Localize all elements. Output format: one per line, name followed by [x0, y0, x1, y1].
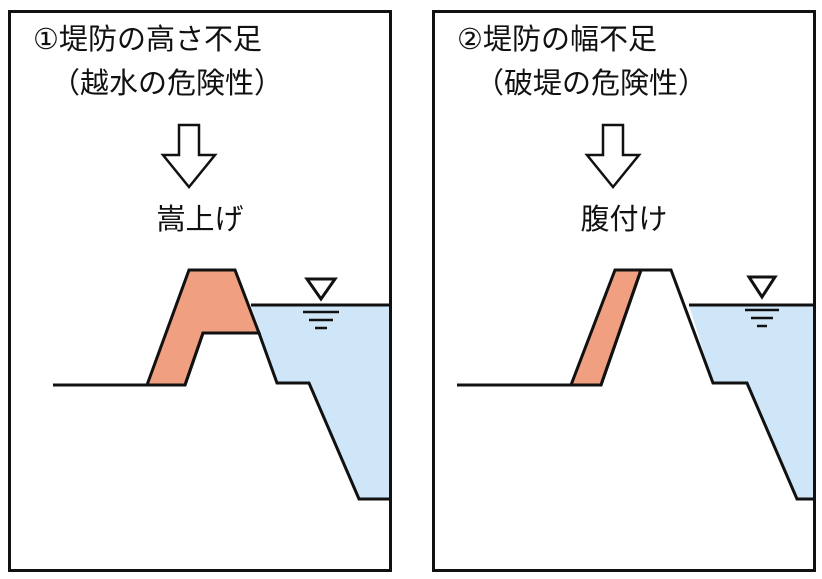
raise-fill — [144, 268, 262, 387]
water-level-icon — [745, 275, 779, 328]
levee-cross-section — [457, 268, 813, 501]
panel-subtitle: （破堤の危険性） — [475, 66, 708, 100]
river-water — [689, 305, 813, 499]
down-arrow-icon — [584, 123, 642, 189]
down-arrow-icon — [160, 123, 218, 189]
water-level-icon — [303, 277, 339, 330]
method-label: 腹付け — [580, 202, 668, 236]
ground-profile — [457, 268, 813, 501]
levee-cross-section — [53, 268, 389, 501]
ground-profile — [53, 331, 389, 501]
panel-width-shortage: ②堤防の幅不足 （破堤の危険性） 腹付け — [432, 10, 816, 572]
panel-title: ②堤防の幅不足 — [457, 22, 657, 56]
panel-title: ①堤防の高さ不足 — [33, 22, 262, 56]
panel-subtitle: （越水の危険性） — [51, 66, 284, 100]
panel-height-shortage: ①堤防の高さ不足 （越水の危険性） 嵩上げ — [8, 10, 392, 572]
method-label: 嵩上げ — [156, 202, 244, 236]
river-water — [251, 305, 389, 499]
